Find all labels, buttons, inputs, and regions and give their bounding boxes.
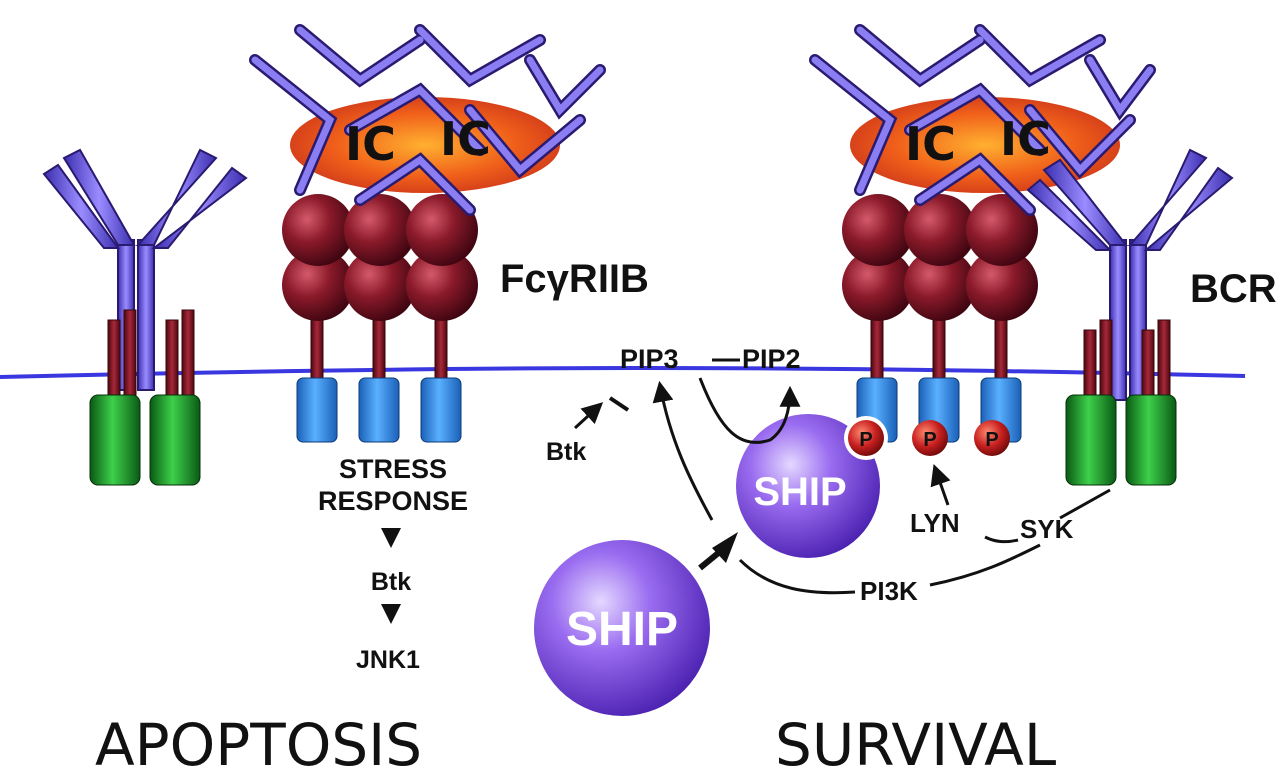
apoptosis-label: APOPTOSIS xyxy=(95,711,422,775)
immune-complex-left: IC IC xyxy=(249,24,606,216)
immune-complex-right: IC IC xyxy=(809,24,1156,216)
bcr-receptor-right xyxy=(1026,148,1234,486)
svg-text:P: P xyxy=(923,429,936,451)
stress-response-label-line2: RESPONSE xyxy=(318,486,468,516)
pathway-arrows xyxy=(573,358,1111,595)
survival-label: SURVIVAL xyxy=(775,711,1056,775)
btk-label-left: Btk xyxy=(371,568,411,596)
down-triangle-2 xyxy=(381,604,401,624)
ship-sphere-bound: P SHIP xyxy=(736,414,888,558)
ic-label-left-2: IC xyxy=(440,112,491,166)
ship-sphere-free: SHIP xyxy=(534,540,710,716)
bcr-receptor-left xyxy=(42,148,248,486)
fcgriib-label: FcγRIIB xyxy=(500,257,649,301)
fcgriib-receptor-left xyxy=(282,194,478,443)
ic-label-left-1: IC xyxy=(345,117,396,171)
cell-membrane xyxy=(0,365,1246,379)
stress-response-label-line1: STRESS xyxy=(339,454,447,484)
ic-label-right-2: IC xyxy=(1000,112,1051,166)
pip2-label: PIP2 xyxy=(742,344,801,374)
translocation-arrow xyxy=(698,532,738,571)
syk-label: SYK xyxy=(1020,514,1074,544)
jnk1-label: JNK1 xyxy=(356,646,420,674)
pi3k-label: PI3K xyxy=(860,576,918,606)
pip3-label: PIP3 xyxy=(620,344,679,374)
down-triangle-1 xyxy=(381,528,401,548)
fcgriib-receptor-right xyxy=(842,194,1038,443)
svg-text:P: P xyxy=(985,429,998,451)
ship-label-bound: SHIP xyxy=(753,470,846,514)
bcr-label: BCR xyxy=(1190,267,1277,311)
ic-label-right-1: IC xyxy=(905,117,956,171)
lyn-label: LYN xyxy=(910,508,960,538)
btk-label-right: Btk xyxy=(546,438,586,466)
ship-label-free: SHIP xyxy=(566,603,678,656)
svg-text:P: P xyxy=(859,429,872,451)
